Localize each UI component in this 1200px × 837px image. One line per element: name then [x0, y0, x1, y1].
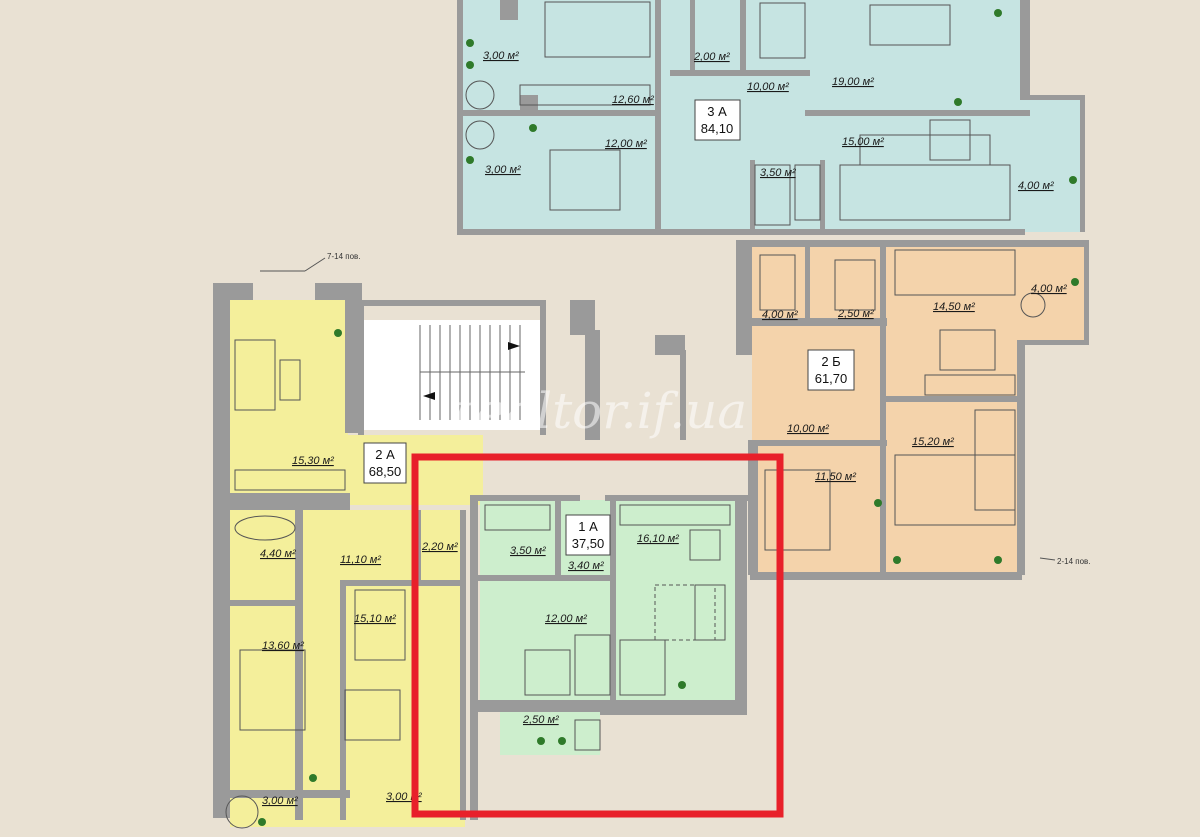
room-area: 13,60 м² — [262, 640, 304, 652]
apartment-2b-walls — [736, 240, 1089, 580]
room-area: 3,40 м² — [568, 560, 604, 572]
plant-icon — [893, 556, 901, 564]
plant-icon — [994, 9, 1002, 17]
plant-icon — [678, 681, 686, 689]
plant-icon — [466, 156, 474, 164]
room-area: 10,00 м² — [787, 423, 829, 435]
apartment-area: 84,10 — [701, 121, 734, 136]
room-area: 2,00 м² — [693, 51, 730, 63]
apartment-3a-furniture — [465, 1, 1011, 226]
room-area: 4,00 м² — [762, 309, 798, 321]
apartment-label-box — [363, 442, 407, 484]
apartment-code: 1 А — [578, 519, 598, 534]
plant-icon — [309, 774, 317, 782]
apartment-2b-furniture — [759, 249, 1046, 551]
room-area: 15,10 м² — [354, 613, 396, 625]
apartment-area: 37,50 — [572, 536, 605, 551]
room-area: 3,00 м² — [483, 50, 519, 62]
plant-icon — [1069, 176, 1077, 184]
room-area: 3,50 м² — [510, 545, 546, 557]
room-area: 19,00 м² — [832, 76, 874, 88]
stair-treads — [419, 325, 525, 420]
apartment-3a-walls — [457, 0, 1085, 235]
room-labels: 3,00 м² 12,60 м² 2,00 м² 10,00 м² 19,00 … — [260, 50, 1067, 807]
apartment-3a-balcony — [1028, 95, 1084, 232]
apartment-code: 2 Б — [821, 354, 840, 369]
room-area: 15,30 м² — [292, 455, 334, 467]
stair-arrow-icon — [423, 392, 435, 400]
plant-icon — [258, 818, 266, 826]
apartment-labels: 3 А 84,10 2 Б 61,70 2 А 68,50 1 А 37,50 — [363, 99, 855, 556]
plant-icon — [529, 124, 537, 132]
apartment-2a — [213, 283, 483, 829]
plant-icon — [1071, 278, 1079, 286]
highlight-frame — [411, 453, 784, 818]
room-area: 2,50 м² — [837, 308, 874, 320]
apartment-2b-balcony — [1017, 247, 1085, 342]
room-area: 10,00 м² — [747, 81, 789, 93]
room-area: 14,50 м² — [933, 301, 975, 313]
plant-icon — [874, 499, 882, 507]
room-area: 3,50 м² — [760, 167, 796, 179]
room-area: 11,10 м² — [340, 554, 381, 566]
apartment-area: 61,70 — [815, 371, 848, 386]
apartment-2a-walls — [213, 283, 466, 820]
apartment-label-box — [694, 99, 741, 141]
apartment-label-box — [807, 349, 855, 391]
room-area: 3,00 м² — [262, 795, 298, 807]
plant-icon — [334, 329, 342, 337]
room-area: 12,00 м² — [605, 138, 647, 150]
apartment-area: 68,50 — [369, 464, 402, 479]
room-area: 4,00 м² — [1031, 283, 1067, 295]
plant-icon — [994, 556, 1002, 564]
apartment-1a-furniture — [484, 504, 731, 751]
room-area: 4,00 м² — [1018, 180, 1054, 192]
floor-note: 7-14 пов. — [327, 252, 361, 261]
apartment-3a — [457, 0, 1085, 235]
room-area: 12,00 м² — [545, 613, 587, 625]
plant-icon — [558, 737, 566, 745]
stair-arrow-icon — [508, 342, 520, 350]
leader-line — [304, 257, 326, 272]
room-area: 2,50 м² — [522, 714, 559, 726]
apartment-2b — [736, 240, 1089, 580]
stair-hall — [362, 320, 542, 430]
stairwell — [345, 300, 686, 440]
room-area: 11,50 м² — [815, 471, 856, 483]
room-area: 3,00 м² — [485, 164, 521, 176]
room-area: 15,00 м² — [842, 136, 884, 148]
room-area: 4,40 м² — [260, 548, 296, 560]
room-area: 2,20 м² — [421, 541, 458, 553]
plant-icon — [954, 98, 962, 106]
leader-line — [1039, 557, 1056, 561]
room-area: 15,20 м² — [912, 436, 954, 448]
apartment-label-box — [565, 514, 611, 556]
floor-notes: 7-14 пов. 2-14 пов. — [260, 252, 1091, 566]
room-area: 12,60 м² — [612, 94, 654, 106]
plant-icon — [537, 737, 545, 745]
apartment-2a-furniture — [225, 339, 406, 829]
floor-note: 2-14 пов. — [1057, 557, 1091, 566]
plant-icon — [466, 61, 474, 69]
watermark: realtor.if.ua — [453, 382, 747, 440]
apartment-code: 2 А — [375, 447, 395, 462]
apartment-2a-floor — [230, 510, 465, 827]
plant-icon — [466, 39, 474, 47]
apartment-code: 3 А — [707, 104, 727, 119]
room-area: 16,10 м² — [637, 533, 679, 545]
apartment-1a-walls — [470, 495, 755, 820]
plants — [258, 9, 1079, 826]
